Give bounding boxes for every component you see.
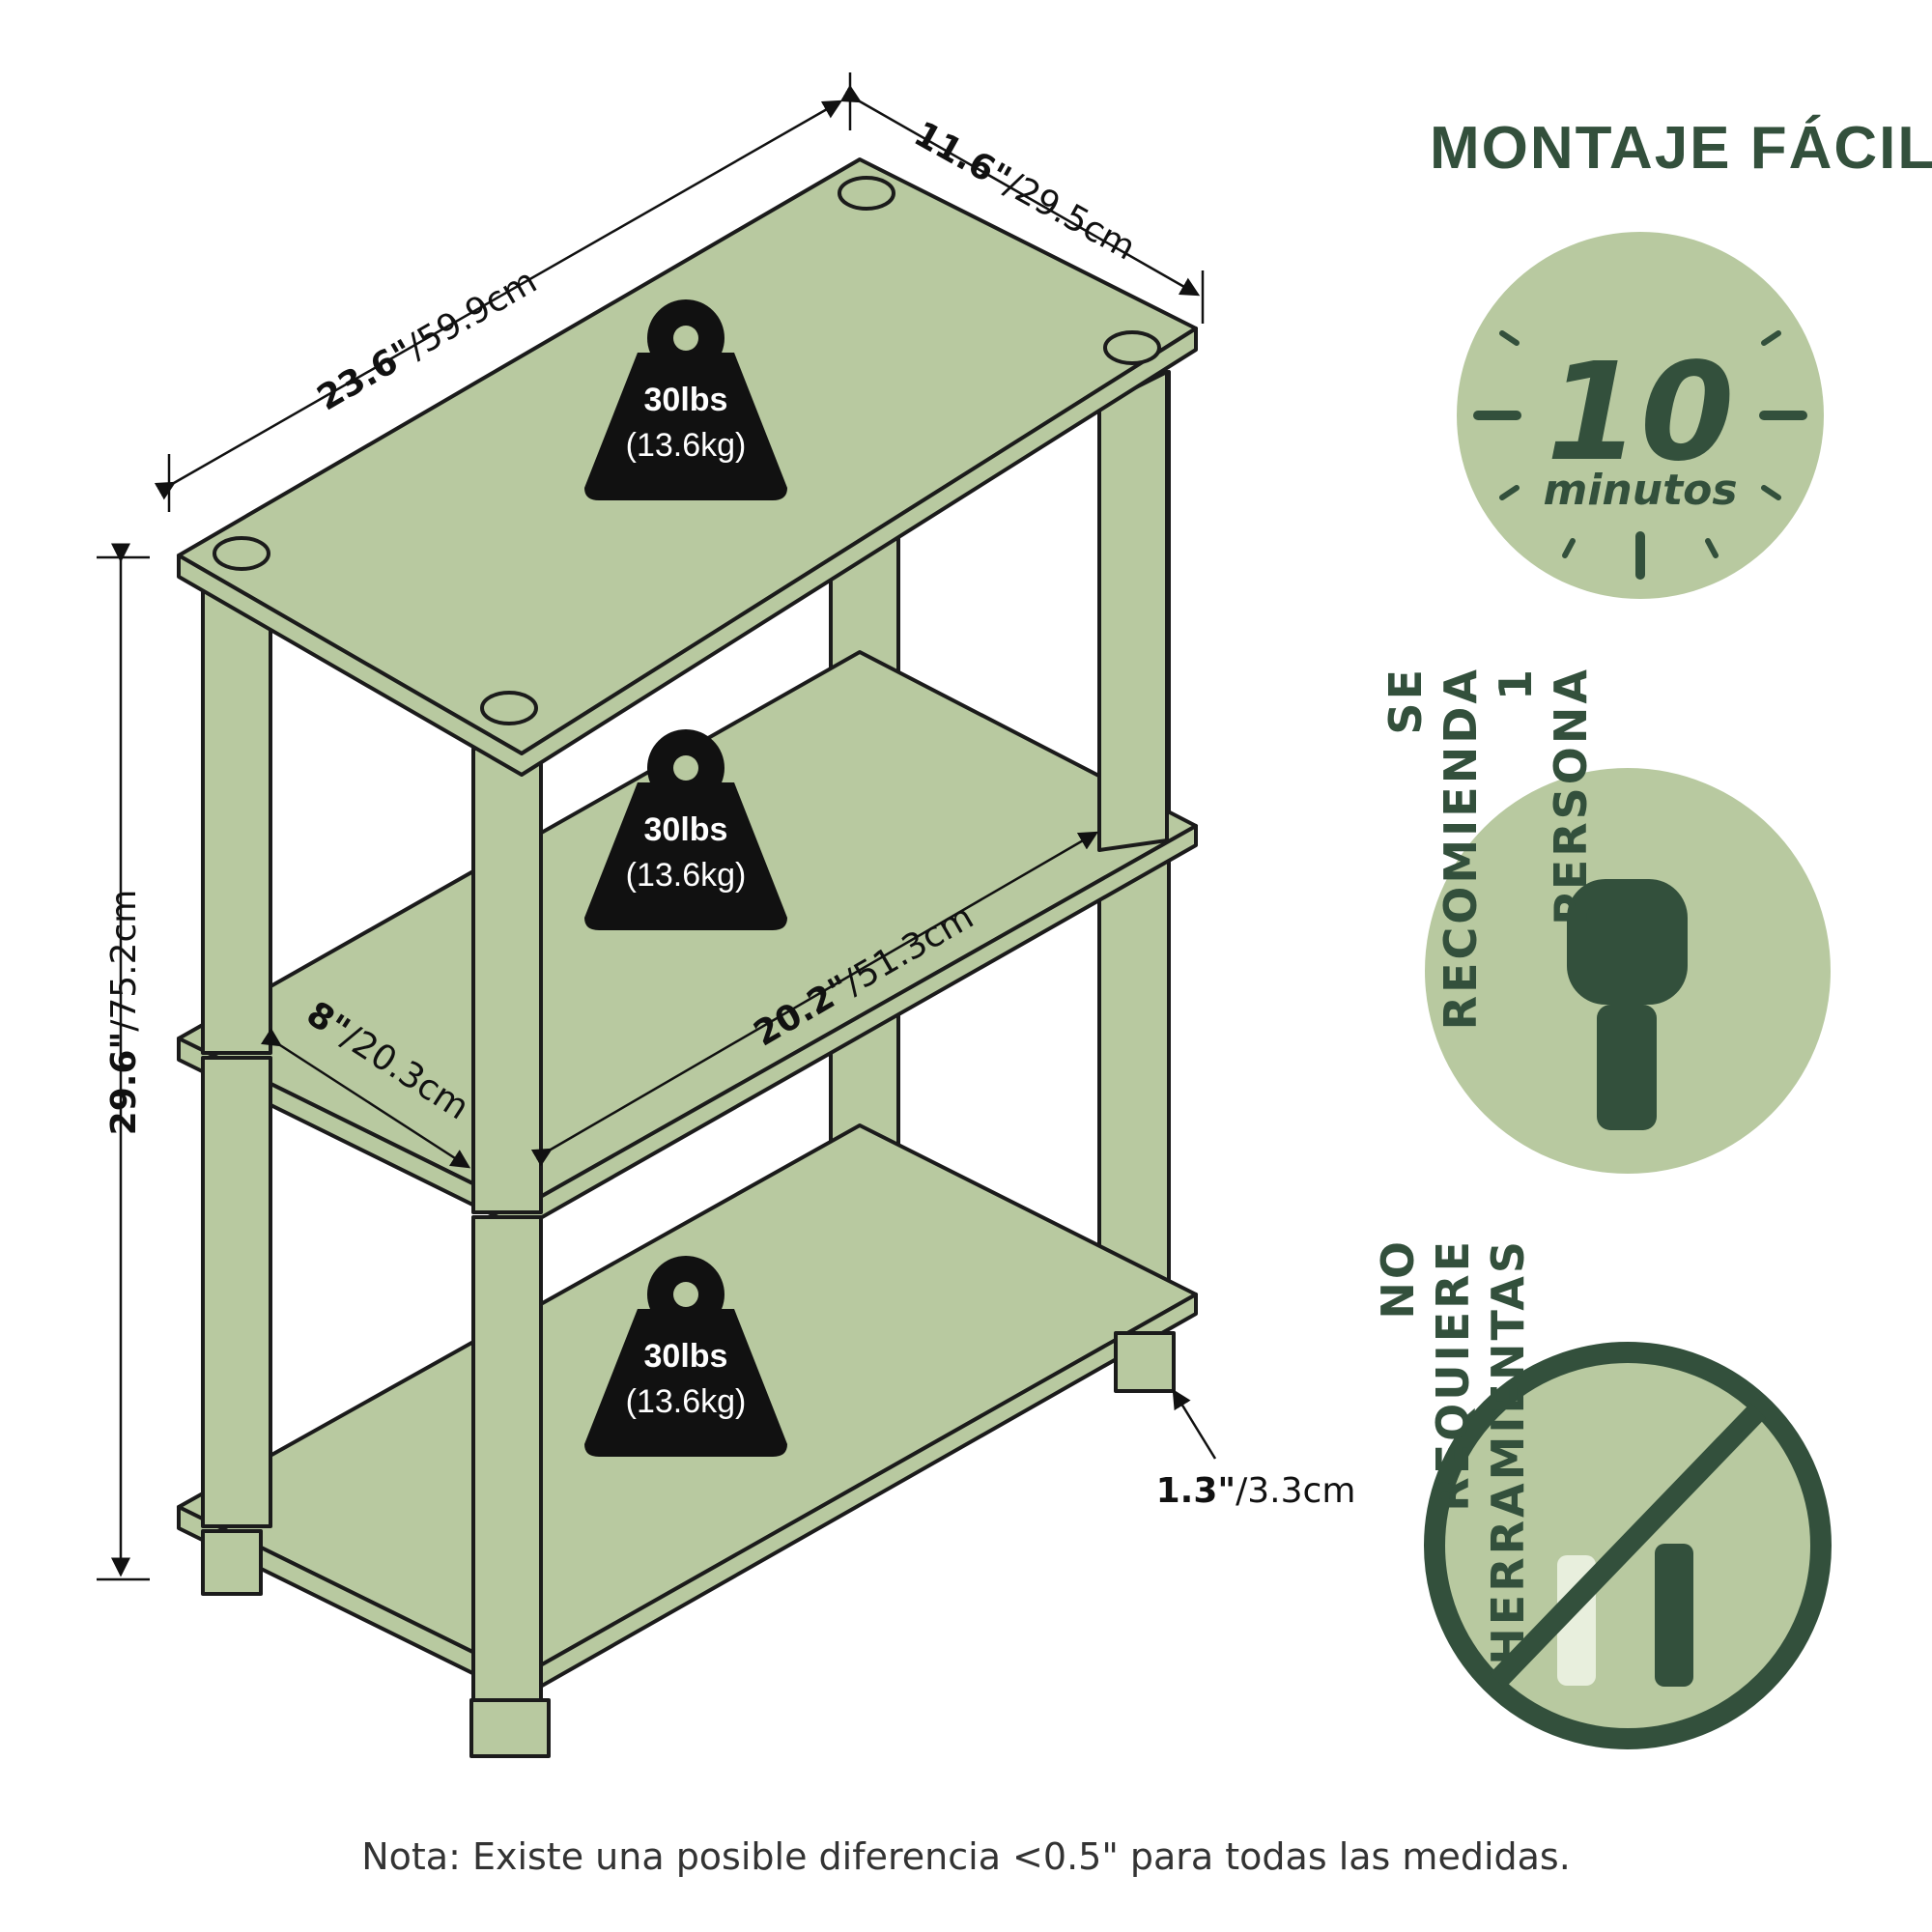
svg-text:(13.6kg): (13.6kg) (626, 427, 747, 464)
people-text-recomienda: RECOMIENDA (1435, 667, 1487, 1031)
people-text-count: 1 (1490, 667, 1542, 701)
top-shelf-edge (177, 327, 1198, 777)
foot-front (469, 1698, 551, 1758)
timer-badge: 10 minutos (1457, 232, 1824, 599)
person-body-icon (1597, 1005, 1657, 1130)
prohibition-slash (1490, 1403, 1766, 1689)
depth-line (839, 84, 1201, 297)
svg-text:30lbs: 30lbs (644, 1338, 728, 1375)
foot-right (1114, 1331, 1176, 1393)
page-heading: MONTAJE FÁCIL (1430, 115, 1932, 182)
inner-depth-line (260, 1028, 471, 1169)
height-label: 29.6"/75.2cm (104, 890, 144, 1136)
svg-text:10: 10 (1547, 334, 1735, 492)
people-text-se: SE (1379, 667, 1432, 735)
peg-hole (480, 691, 538, 725)
foot-left (201, 1529, 263, 1596)
front-post-lower (471, 1215, 543, 1721)
peg-hole (838, 176, 895, 211)
left-post-upper (201, 587, 272, 1055)
tools-text-requiere: REQUIERE (1427, 1238, 1479, 1512)
people-badge (1425, 768, 1831, 1174)
peg-hole (213, 536, 270, 571)
foot-label: 1.3"/3.3cm (1156, 1471, 1356, 1511)
svg-text:(13.6kg): (13.6kg) (626, 1383, 747, 1420)
measurement-note: Nota: Existe una posible diferencia <0.5… (361, 1835, 1571, 1878)
front-post-upper (471, 747, 543, 1214)
tools-badge (1424, 1342, 1832, 1749)
right-post-upper (1097, 370, 1169, 852)
svg-text:30lbs: 30lbs (644, 811, 728, 848)
weight-badge-middle: 30lbs (13.6kg) (584, 729, 787, 930)
foot-line (1172, 1388, 1217, 1460)
svg-text:(13.6kg): (13.6kg) (626, 857, 747, 894)
svg-text:30lbs: 30lbs (644, 382, 728, 418)
tools-text-herramientas: HERRAMIENTAS (1482, 1238, 1534, 1665)
people-text-persona: PERSONA (1545, 667, 1597, 925)
screwdriver-icon (1655, 1544, 1693, 1687)
left-post-lower (201, 1056, 272, 1528)
svg-text:minutos: minutos (1543, 466, 1737, 515)
person-head-icon (1567, 879, 1688, 1005)
peg-hole (1103, 330, 1161, 365)
tools-text-no: NO (1372, 1238, 1424, 1320)
inner-width-line (530, 831, 1099, 1167)
weight-badge-top: 30lbs (13.6kg) (584, 299, 787, 500)
weight-badge-bottom: 30lbs (13.6kg) (584, 1256, 787, 1457)
width-line (154, 99, 843, 500)
